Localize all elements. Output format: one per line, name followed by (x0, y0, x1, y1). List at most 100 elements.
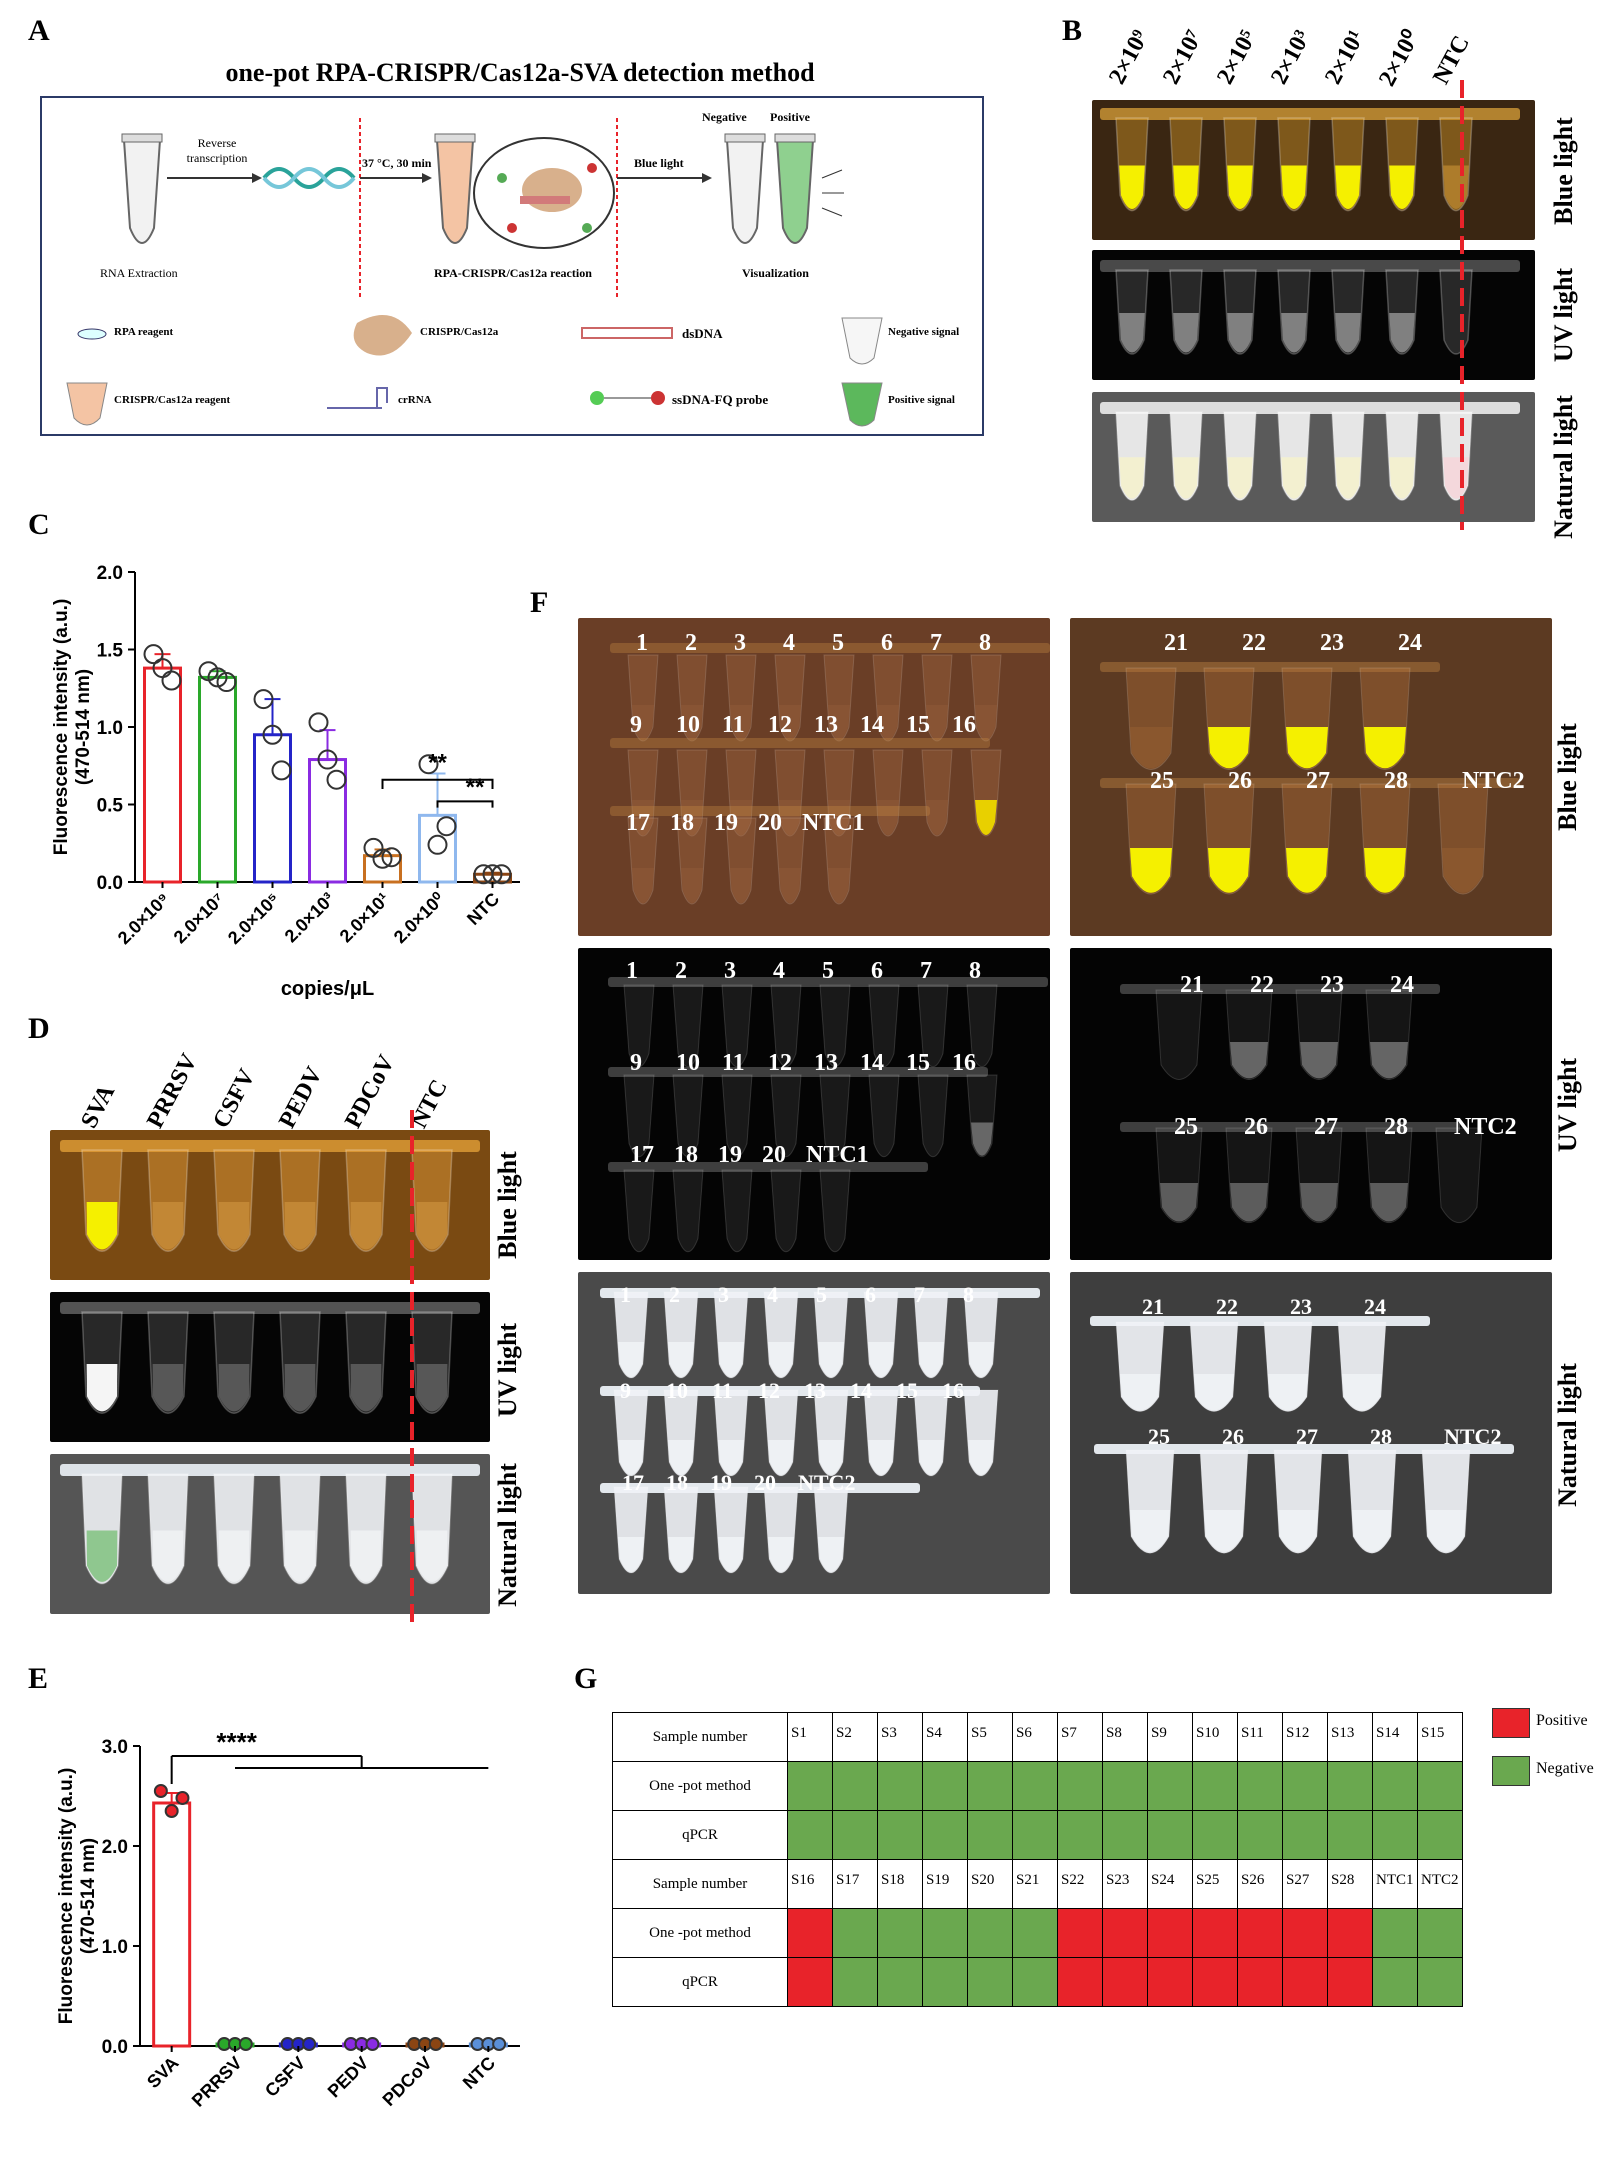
result-negative-cell (1012, 1957, 1058, 2007)
result-negative-cell (967, 1810, 1013, 1860)
result-negative-cell (1282, 1761, 1328, 1811)
panel-f-right-uv-photo (1070, 948, 1552, 1260)
result-negative-cell (1372, 1761, 1418, 1811)
tube-number-label: 15 (896, 1378, 918, 1403)
table-cell-sample: S5 (967, 1712, 1013, 1762)
tube-f-left-uv (672, 1169, 704, 1253)
tube-number-label: NTC2 (1462, 768, 1525, 794)
sample-id: NTC1 (1376, 1872, 1414, 1888)
tube-f-left-uv (721, 984, 753, 1068)
y-tick-label: 2.0 (102, 1837, 128, 1858)
result-negative-cell (832, 1908, 878, 1958)
tube-b-blue (1112, 116, 1152, 226)
tube-f-right-natural-liquid (1342, 1374, 1382, 1411)
tube-f-left-blue (823, 749, 855, 837)
sample-id: S14 (1376, 1725, 1400, 1741)
tube-d-blue (78, 1148, 126, 1268)
tube-number-label: NTC2 (798, 1470, 856, 1495)
tube-number-label: 21 (1142, 1294, 1164, 1319)
dna-helix-icon (262, 167, 356, 189)
tube-number-label: 3 (718, 1282, 729, 1307)
tube-number-label: 18 (670, 810, 694, 836)
tube-rna-icon (121, 133, 163, 244)
tube-b-uv (1274, 268, 1314, 368)
data-point (317, 749, 338, 770)
sample-id: S12 (1286, 1725, 1310, 1741)
table-cell-sample: S18 (877, 1859, 923, 1909)
tube-d-uv (210, 1310, 258, 1430)
tube-f-left-blue (725, 817, 757, 905)
data-point (302, 2037, 317, 2051)
y-tick-label: 2.0 (97, 563, 123, 584)
table-cell-sample: S9 (1147, 1712, 1193, 1762)
panel-f-row-natural-light: Natural light (1553, 1363, 1582, 1507)
tube-number-label: 2 (685, 630, 697, 656)
tube-number-label: 16 (942, 1378, 964, 1403)
legend-cas12a-reagent: CRISPR/Cas12a reagent (114, 394, 231, 406)
y-axis-label-units: (470-514 nm) (78, 1838, 99, 1954)
tube-f-right-uv-liquid (1300, 1183, 1338, 1222)
label-positive: Positive (770, 110, 810, 124)
tube-f-left-uv (623, 984, 655, 1068)
sample-id: S17 (836, 1872, 860, 1888)
tube-b-blue (1220, 116, 1260, 226)
result-negative-cell (1147, 1810, 1193, 1860)
panel-f-row-blue-light: Blue light (1553, 723, 1582, 831)
result-negative-cell (787, 1761, 833, 1811)
result-positive-cell (1237, 1908, 1283, 1958)
tube-f-left-blue (774, 749, 806, 837)
significance-label: ** (466, 774, 485, 801)
tube-number-label: 13 (814, 712, 838, 738)
tube-number-label: 25 (1174, 1114, 1198, 1140)
schematic-graphics (66, 118, 883, 427)
rpa-reagent-icon (77, 328, 107, 340)
significance-label: ** (428, 749, 447, 776)
tube-f-right-natural-liquid (1204, 1510, 1244, 1552)
panel-label-f: F (530, 586, 549, 619)
tube-f-left-uv (917, 1074, 949, 1158)
sample-id: S9 (1151, 1725, 1167, 1741)
data-point (436, 816, 457, 837)
result-negative-cell (832, 1761, 878, 1811)
tube-number-label: 18 (674, 1142, 698, 1168)
table-cell-sample: S7 (1057, 1712, 1103, 1762)
tube-f-left-blue (970, 654, 1002, 742)
data-point (418, 754, 439, 775)
tube-number-label: 3 (734, 630, 746, 656)
tube-b-natural (1382, 410, 1422, 515)
result-negative-cell (1237, 1761, 1283, 1811)
tube-strip-cap (1120, 984, 1440, 994)
table-cell-sample: S23 (1102, 1859, 1148, 1909)
sample-id: S7 (1061, 1725, 1077, 1741)
tube-number-label: 17 (622, 1470, 644, 1495)
tube-f-left-natural-liquid (718, 1537, 744, 1572)
panel-f-left-blue-photo (578, 618, 1050, 936)
result-negative-cell (1102, 1761, 1148, 1811)
tube-d-uv (144, 1310, 192, 1430)
tube-f-left-natural-liquid (668, 1440, 694, 1475)
panel-label-g: G (574, 1662, 598, 1695)
dsdna-icon (581, 327, 673, 339)
tube-strip-cap (1100, 662, 1440, 672)
tube-number-label: 14 (860, 1050, 884, 1076)
tube-f-left-natural-liquid (918, 1440, 944, 1475)
table-cell-sample: S4 (922, 1712, 968, 1762)
tube-f-left-blue (627, 749, 659, 837)
tube-number-label: 4 (767, 1282, 778, 1307)
tube-f-left-uv (672, 984, 704, 1068)
tube-f-left-blue-liquid (828, 705, 850, 740)
tube-number-label: 19 (714, 810, 738, 836)
tube-number-label: 20 (762, 1142, 786, 1168)
table-cell-sample: S26 (1237, 1859, 1283, 1909)
tube-f-right-uv-liquid (1230, 1042, 1268, 1079)
tube-f-left-uv (721, 1169, 753, 1253)
tube-f-left-uv-liquid (971, 1122, 993, 1156)
tube-d-uv (408, 1310, 456, 1430)
tube-f-left-blue-liquid (779, 800, 801, 835)
tube-f-right-blue-liquid (1208, 727, 1250, 769)
tube-number-label: 1 (626, 958, 638, 984)
positive-signal-icon (841, 382, 883, 427)
tube-f-left-uv (770, 984, 802, 1068)
tube-f-left-blue-liquid (681, 705, 703, 740)
sample-id: S2 (836, 1725, 852, 1741)
